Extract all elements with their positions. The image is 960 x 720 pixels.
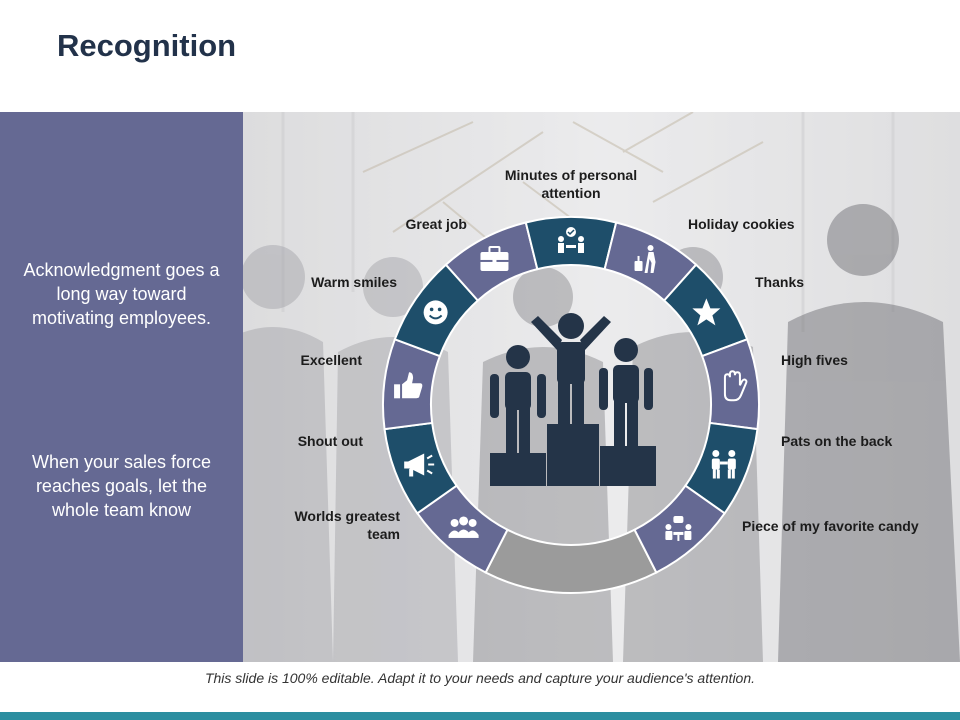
label-excellent: Excellent xyxy=(300,352,362,368)
hand-icon xyxy=(723,370,748,402)
label-shout-out: Shout out xyxy=(297,433,363,449)
star-icon xyxy=(692,298,721,326)
label-pats-on-the-back: Pats on the back xyxy=(781,433,893,449)
label-worlds-greatest-team: Worlds greatest team xyxy=(294,508,400,542)
meeting-icon xyxy=(558,227,584,253)
label-great-job: Great job xyxy=(405,216,467,232)
smiley-icon xyxy=(423,300,448,325)
label-warm-smiles: Warm smiles xyxy=(311,274,397,290)
slide-title: Recognition xyxy=(57,28,237,63)
label-thanks: Thanks xyxy=(755,274,805,290)
label-holiday-cookies: Holiday cookies xyxy=(688,216,795,232)
bottom-accent-bar xyxy=(0,712,960,720)
ring-segment xyxy=(524,215,618,271)
ring-gap-segment xyxy=(484,528,658,594)
megaphone-icon xyxy=(404,453,435,477)
handshake-icon xyxy=(711,450,736,479)
traveler-icon xyxy=(634,244,656,273)
panel-text-acknowledgment: Acknowledgment goes a long way toward mo… xyxy=(23,260,220,328)
discussion-icon xyxy=(665,515,692,541)
label-high-fives: High fives xyxy=(781,352,848,368)
ring-segment xyxy=(700,338,760,431)
label-minutes-of-personal-attention: Minutes of personal attention xyxy=(504,167,638,201)
podium-icon xyxy=(490,313,656,486)
briefcase-icon xyxy=(480,245,509,271)
label-piece-of-my-favorite-candy: Piece of my favorite candy xyxy=(742,518,919,534)
panel-text-sales-force: When your sales force reaches goals, let… xyxy=(31,452,212,520)
thumbs-up-icon xyxy=(394,372,423,399)
team-icon xyxy=(448,516,479,538)
left-text-panel xyxy=(0,112,243,662)
ring-segment xyxy=(633,484,727,574)
footer-note: This slide is 100% editable. Adapt it to… xyxy=(204,670,756,686)
